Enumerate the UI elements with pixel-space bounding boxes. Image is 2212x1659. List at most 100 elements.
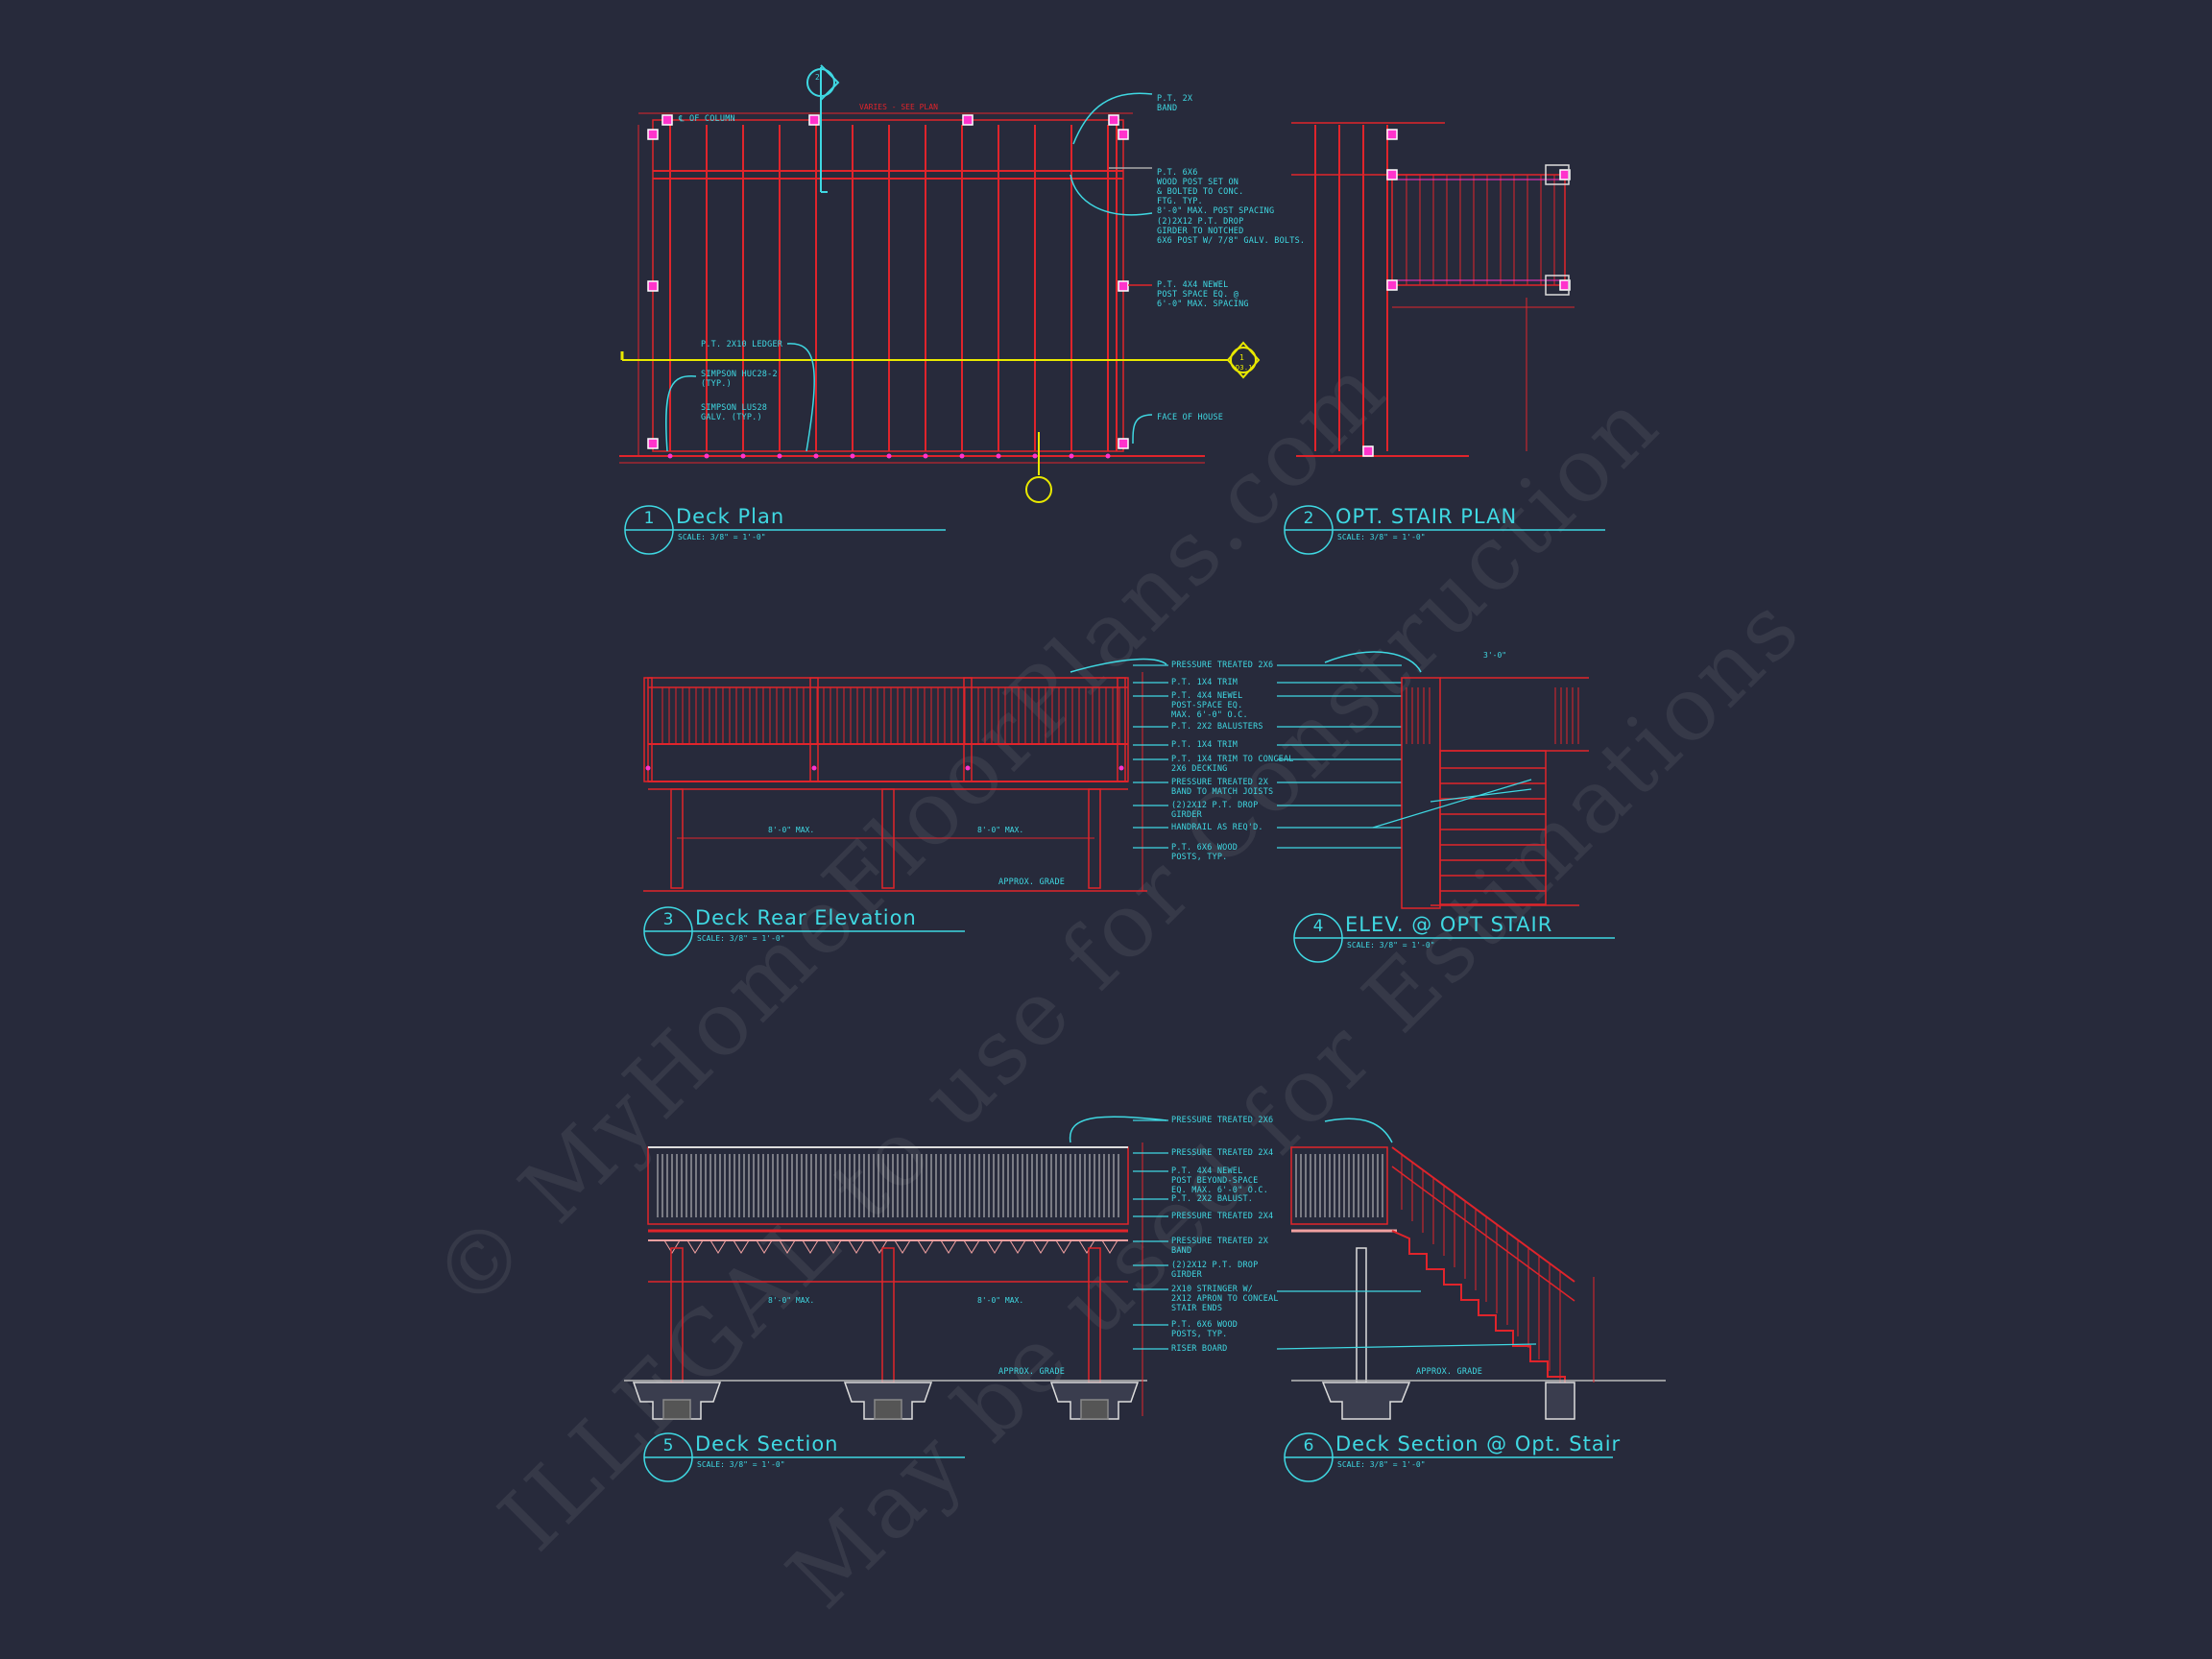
post-marker [661, 114, 673, 126]
leader-line [786, 343, 815, 452]
stair-rail [1391, 1166, 1575, 1302]
joist-end [917, 1239, 934, 1254]
footing-pad [1080, 1399, 1109, 1420]
dim-span-1: 8'-0" MAX. [768, 826, 815, 834]
section-note: P.T. 6x6 WOOD POSTS, TYP. [1171, 1320, 1238, 1339]
note-hanger-1: SIMPSON HUC28-2 (TYP.) [701, 370, 778, 389]
ledger-fastener [777, 453, 782, 459]
note-hanger-2: SIMPSON LUS28 GALV. (TYP.) [701, 403, 768, 422]
post-marker [1118, 129, 1129, 140]
stair-elev-post-line [1401, 677, 1441, 909]
leader-line [1069, 1116, 1167, 1143]
joist-end [1078, 1239, 1095, 1254]
section-marker-icon [1230, 347, 1257, 373]
view-number: 4 [1312, 917, 1324, 936]
section-note: (2)2x12 P.T. DROP GIRDER [1171, 1261, 1259, 1280]
fastener [965, 765, 971, 771]
post-marker [1559, 169, 1571, 180]
stair-bracket [1545, 275, 1570, 296]
view-title: OPT. STAIR PLAN [1335, 505, 1518, 528]
elevation-note: PRESSURE TREATED 2x BAND TO MATCH JOISTS [1171, 778, 1274, 797]
post-marker [647, 438, 659, 449]
joist-end [894, 1239, 911, 1254]
ledger-fastener [850, 453, 855, 459]
joist-end [663, 1239, 681, 1254]
post-marker [1386, 129, 1398, 140]
stair-section-grade-label: APPROX. GRADE [1416, 1367, 1483, 1377]
elevation-note: (2)2x12 P.T. DROP GIRDER [1171, 801, 1259, 820]
note-column: ℄ OF COLUMN [679, 114, 735, 124]
ledger-fastener [667, 453, 673, 459]
joist-end [686, 1239, 704, 1254]
elevation-note: P.T. 2x2 BALUSTERS [1171, 722, 1263, 732]
section-note: PRESSURE TREATED 2x6 [1171, 1116, 1274, 1125]
ledger-fastener [1032, 453, 1038, 459]
view-number: 6 [1303, 1436, 1314, 1455]
joist-end [1055, 1239, 1072, 1254]
joist-end [940, 1239, 957, 1254]
leader-line [1070, 174, 1153, 216]
elevation-note: P.T. 1x4 TRIM [1171, 678, 1238, 687]
view-title: Deck Plan [676, 505, 785, 528]
section-note: RISER BOARD [1171, 1344, 1228, 1354]
fastener [1118, 765, 1124, 771]
view-number: 2 [1303, 509, 1314, 528]
ledger-fastener [886, 453, 892, 459]
dim-varies: VARIES - SEE PLAN [859, 103, 938, 111]
dim-section-span-2: 8'-0" MAX. [977, 1296, 1024, 1305]
joist-end [825, 1239, 842, 1254]
section-grade-label: APPROX. GRADE [998, 1367, 1066, 1377]
section-note: PRESSURE TREATED 2x4 [1171, 1148, 1274, 1158]
ledger-fastener [1069, 453, 1074, 459]
joist-end [871, 1239, 888, 1254]
post-marker [962, 114, 974, 126]
view-title: ELEV. @ OPT STAIR [1345, 913, 1553, 936]
note-band: P.T. 2x BAND [1157, 94, 1193, 113]
elevation-note: PRESSURE TREATED 2x6 [1171, 661, 1274, 670]
elevation-note: HANDRAIL AS REQ'D. [1171, 823, 1263, 832]
dim-section-span-1: 8'-0" MAX. [768, 1296, 815, 1305]
post-marker [647, 280, 659, 292]
section-marker-icon [1025, 476, 1052, 503]
view-scale: SCALE: 3/8" = 1'-0" [697, 934, 785, 943]
elevation-note: P.T. 1x4 TRIM [1171, 740, 1238, 750]
stair-stringer [1439, 750, 1547, 905]
approx-grade-label: APPROX. GRADE [998, 878, 1066, 887]
stair-bracket [1545, 164, 1570, 185]
section-note: P.T. 4x4 NEWEL POST BEYOND-SPACE EQ. MAX… [1171, 1166, 1269, 1195]
view-scale: SCALE: 3/8" = 1'-0" [678, 533, 766, 541]
dim-stair-width: 3'-0" [1483, 651, 1507, 660]
footing-pad [874, 1399, 902, 1420]
post-marker [1118, 438, 1129, 449]
section-note: PRESSURE TREATED 2x BAND [1171, 1237, 1269, 1256]
joist-end [709, 1239, 727, 1254]
view-scale: SCALE: 3/8" = 1'-0" [1337, 533, 1426, 541]
joist-end [802, 1239, 819, 1254]
leader-line [665, 375, 697, 452]
section-post [1088, 1247, 1101, 1383]
railing-frame [647, 677, 1129, 782]
leader-line [1276, 1343, 1537, 1350]
ledger-fastener [1105, 453, 1111, 459]
ledger-fastener [959, 453, 965, 459]
view-number: 5 [662, 1436, 674, 1455]
stair-section-railing [1290, 1146, 1388, 1225]
joist-end [1009, 1239, 1026, 1254]
dim-span-2: 8'-0" MAX. [977, 826, 1024, 834]
leader-line [1324, 1118, 1393, 1143]
elevation-note: P.T. 4x4 NEWEL POST-SPACE EQ. MAX. 6'-0"… [1171, 691, 1248, 720]
section-note: 2x10 STRINGER W/ 2x12 APRON TO CONCEAL S… [1171, 1285, 1279, 1313]
ledger-fastener [813, 453, 819, 459]
note-ledger: P.T. 2x10 LEDGER [701, 340, 783, 349]
section-marker-icon [806, 68, 835, 97]
note-newel: P.T. 4x4 NEWEL POST SPACE EQ. @ 6'-0" MA… [1157, 280, 1249, 309]
note-girder: (2)2x12 P.T. DROP GIRDER TO NOTCHED 6x6 … [1157, 217, 1306, 246]
fastener [811, 765, 817, 771]
view-scale: SCALE: 3/8" = 1'-0" [1337, 1460, 1426, 1469]
post-marker [1108, 114, 1119, 126]
joist-end [986, 1239, 1003, 1254]
section-note: PRESSURE TREATED 2x4 [1171, 1212, 1274, 1221]
joist-end [963, 1239, 980, 1254]
